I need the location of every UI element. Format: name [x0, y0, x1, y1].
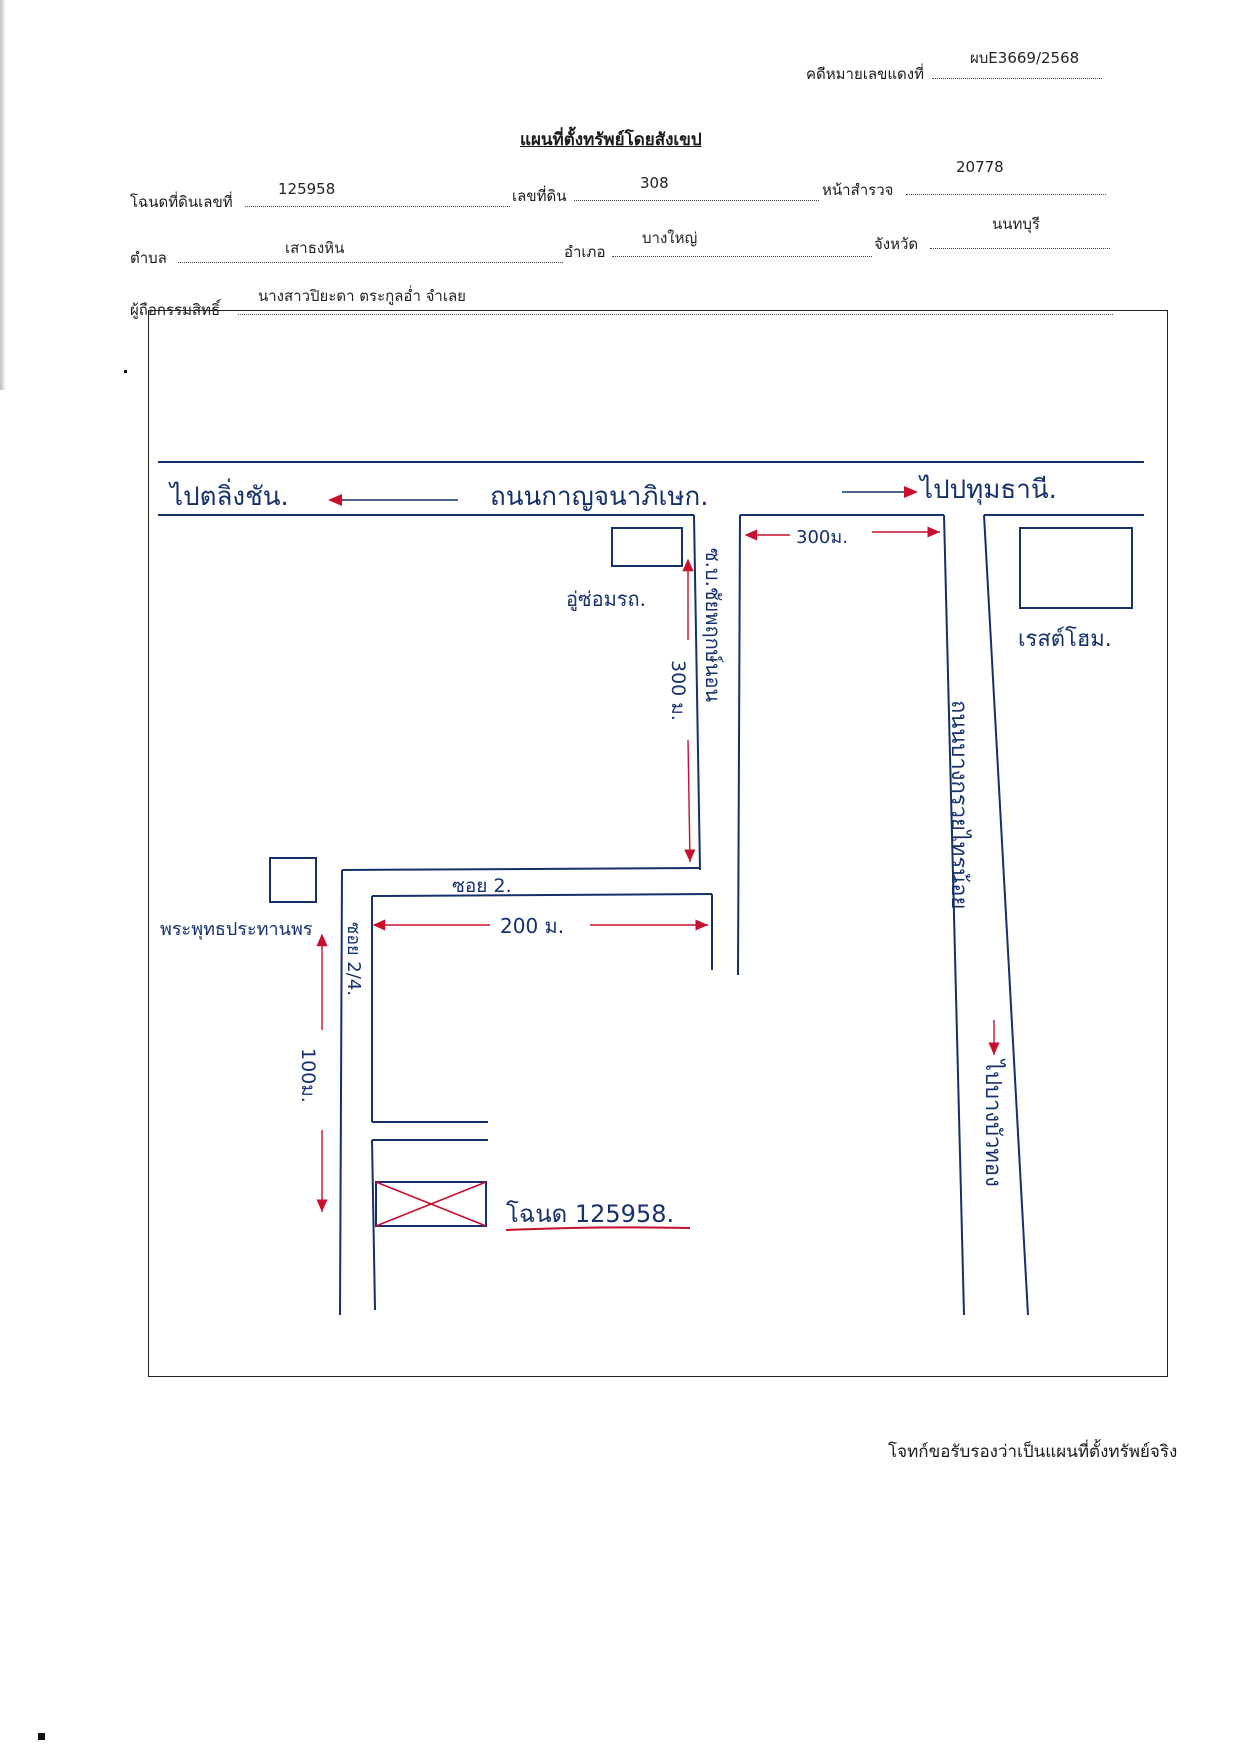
scan-dot	[124, 370, 127, 373]
right-road-left-edge	[943, 514, 965, 1316]
scan-mark	[38, 1733, 45, 1740]
dist-300-top-label: 300ม.	[796, 527, 848, 548]
soi-right-edge	[737, 514, 741, 976]
soi-left-edge	[693, 514, 701, 871]
dist-300-side-label: 300 ม.	[667, 660, 689, 721]
deed-number-label: โฉนดที่ดินเลขที่	[130, 193, 233, 211]
case-number-dots	[932, 78, 1102, 79]
case-number-label: คดีหมายเลขแดงที่	[806, 65, 924, 83]
temple-label: พระพุทธประทานพร	[160, 919, 313, 940]
deed-plot	[375, 1181, 487, 1227]
soi-2-label: ซอย 2.	[452, 875, 512, 897]
arrow-to-taling-chan-head	[328, 494, 342, 506]
soi2-bottom-edge	[371, 893, 713, 897]
dist-300-side-arrow-down	[684, 739, 696, 863]
soi2-top-edge	[341, 867, 701, 871]
province-label: จังหวัด	[874, 235, 919, 253]
scan-edge-shadow	[0, 0, 6, 390]
temple-building	[269, 857, 317, 903]
right-road-right-edge	[983, 514, 1029, 1316]
to-pathum-thani-label: ไปปทุมธานี.	[918, 474, 1057, 505]
land-number-dots	[574, 200, 819, 201]
district-label: อำเภอ	[564, 243, 606, 261]
owner-dots	[238, 314, 1113, 315]
survey-page-label: หน้าสำรวจ	[822, 181, 894, 199]
garage-label: อู่ซ่อมรถ.	[566, 587, 646, 612]
to-bang-bua-thong-label: ไปบางบัวทอง	[980, 1058, 1006, 1187]
land-number-value: 308	[640, 174, 669, 192]
certification-footer: โจทก์ขอรับรองว่าเป็นแผนที่ตั้งทรัพย์จริง	[888, 1442, 1178, 1462]
dist-100-label: 100ม.	[297, 1048, 319, 1103]
deed-plot-cross-b	[375, 1181, 487, 1227]
survey-page-value: 20778	[956, 158, 1004, 176]
dist-200-label: 200 ม.	[500, 914, 564, 938]
survey-page-dots	[906, 194, 1106, 195]
page-title: แผนที่ตั้งทรัพย์โดยสังเขป	[520, 130, 702, 150]
deed-number-dots	[245, 206, 510, 207]
case-number-value: ผบE3669/2568	[970, 49, 1080, 67]
arrow-to-pathum-head	[904, 486, 918, 498]
province-dots	[930, 248, 1110, 249]
map-frame	[148, 310, 1168, 1377]
deed-label-underline	[505, 1226, 691, 1231]
best-home-building	[1019, 527, 1133, 609]
subdistrict-value: เสาธงหิน	[285, 239, 345, 257]
owner-value: นางสาวปิยะดา ตระกูลอ่ำ จำเลย	[258, 287, 466, 305]
land-number-label: เลขที่ดิน	[512, 187, 567, 205]
best-home-label: เรสต์โฮม.	[1018, 626, 1112, 652]
main-road-label: ถนนกาญจนาภิเษก.	[490, 482, 709, 512]
deed-plot-label: โฉนด 125958.	[506, 1200, 674, 1228]
district-value: บางใหญ่	[642, 229, 698, 247]
soi-2-4-label: ซอย 2/4.	[343, 922, 364, 996]
to-taling-chan-label: ไปตลิ่งชัน.	[168, 478, 289, 512]
province-value: นนทบุรี	[992, 215, 1040, 233]
soi24-left-edge	[339, 869, 343, 1316]
soi24-right-edge-lower	[371, 1139, 376, 1311]
garage-building	[611, 527, 683, 567]
soi-left-label: ซ.บ.ชัยพฤกษ์นอน	[701, 548, 725, 703]
district-dots	[612, 256, 872, 257]
deed-number-value: 125958	[278, 180, 336, 198]
right-road-label: ถนนบางกรวยไทรน้อย	[946, 700, 972, 909]
subdistrict-dots	[178, 262, 563, 263]
subdistrict-label: ตำบล	[130, 249, 167, 267]
